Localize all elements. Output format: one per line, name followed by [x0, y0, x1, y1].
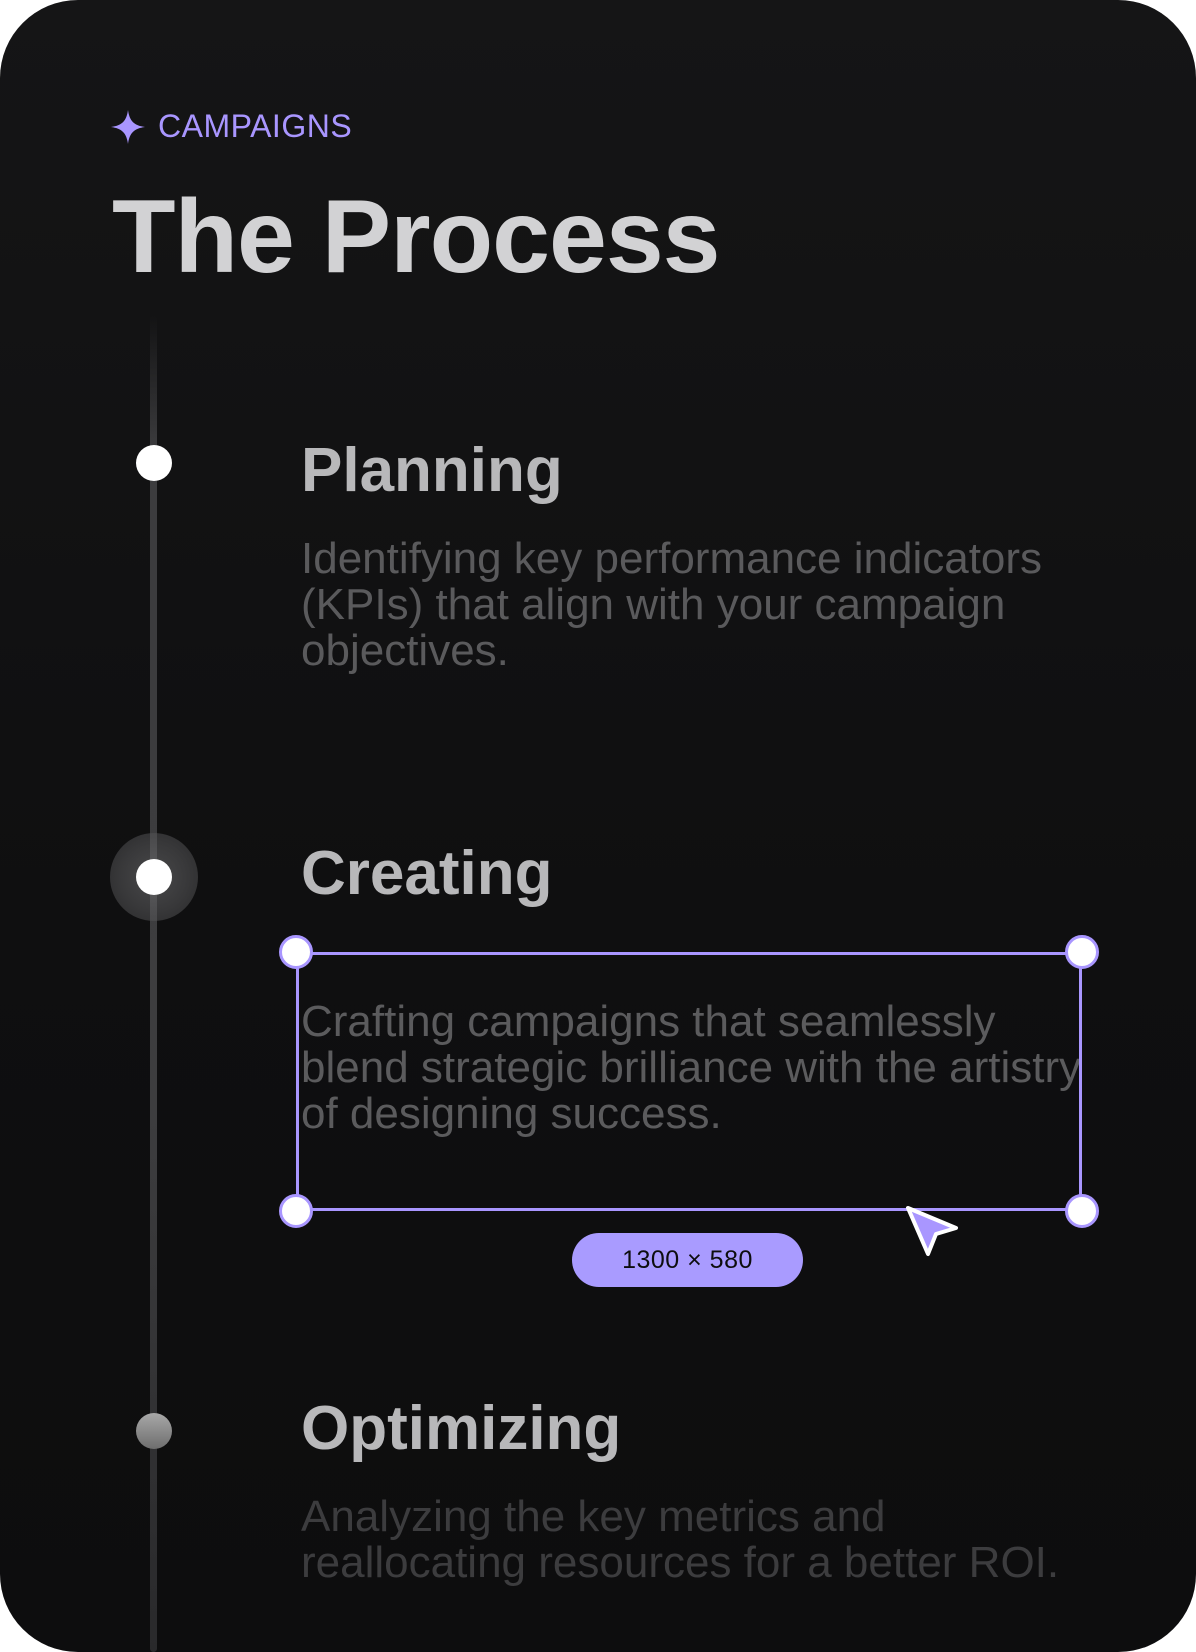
- page-title: The Process: [112, 179, 721, 295]
- sparkle-icon: [111, 109, 145, 144]
- timeline-node-creating[interactable]: [136, 859, 172, 895]
- step-description-creating[interactable]: Crafting campaigns that seamlessly blend…: [301, 997, 1082, 1138]
- dimensions-label: 1300 × 580: [622, 1245, 753, 1274]
- timeline-node-optimizing[interactable]: [136, 1413, 172, 1449]
- step-title-optimizing: Optimizing: [301, 1394, 622, 1463]
- timeline-line: [150, 315, 157, 1652]
- step-title-creating: Creating: [301, 839, 553, 908]
- step-description-optimizing: Analyzing the key metrics and reallocati…: [301, 1492, 1060, 1587]
- resize-handle-bottom-left[interactable]: [279, 1194, 313, 1228]
- resize-handle-bottom-right[interactable]: [1065, 1194, 1099, 1228]
- pointer-cursor-icon: [906, 1206, 958, 1256]
- resize-handle-top-right[interactable]: [1065, 935, 1099, 969]
- resize-handle-top-left[interactable]: [279, 935, 313, 969]
- dimensions-badge: 1300 × 580: [572, 1233, 803, 1287]
- step-title-planning: Planning: [301, 436, 563, 505]
- eyebrow-label: CAMPAIGNS: [158, 108, 353, 144]
- selection-box[interactable]: [296, 952, 1082, 1211]
- timeline-node-planning[interactable]: [136, 445, 172, 481]
- step-description-planning: Identifying key performance indicators (…: [301, 534, 1043, 675]
- section-eyebrow: CAMPAIGNS: [110, 108, 352, 145]
